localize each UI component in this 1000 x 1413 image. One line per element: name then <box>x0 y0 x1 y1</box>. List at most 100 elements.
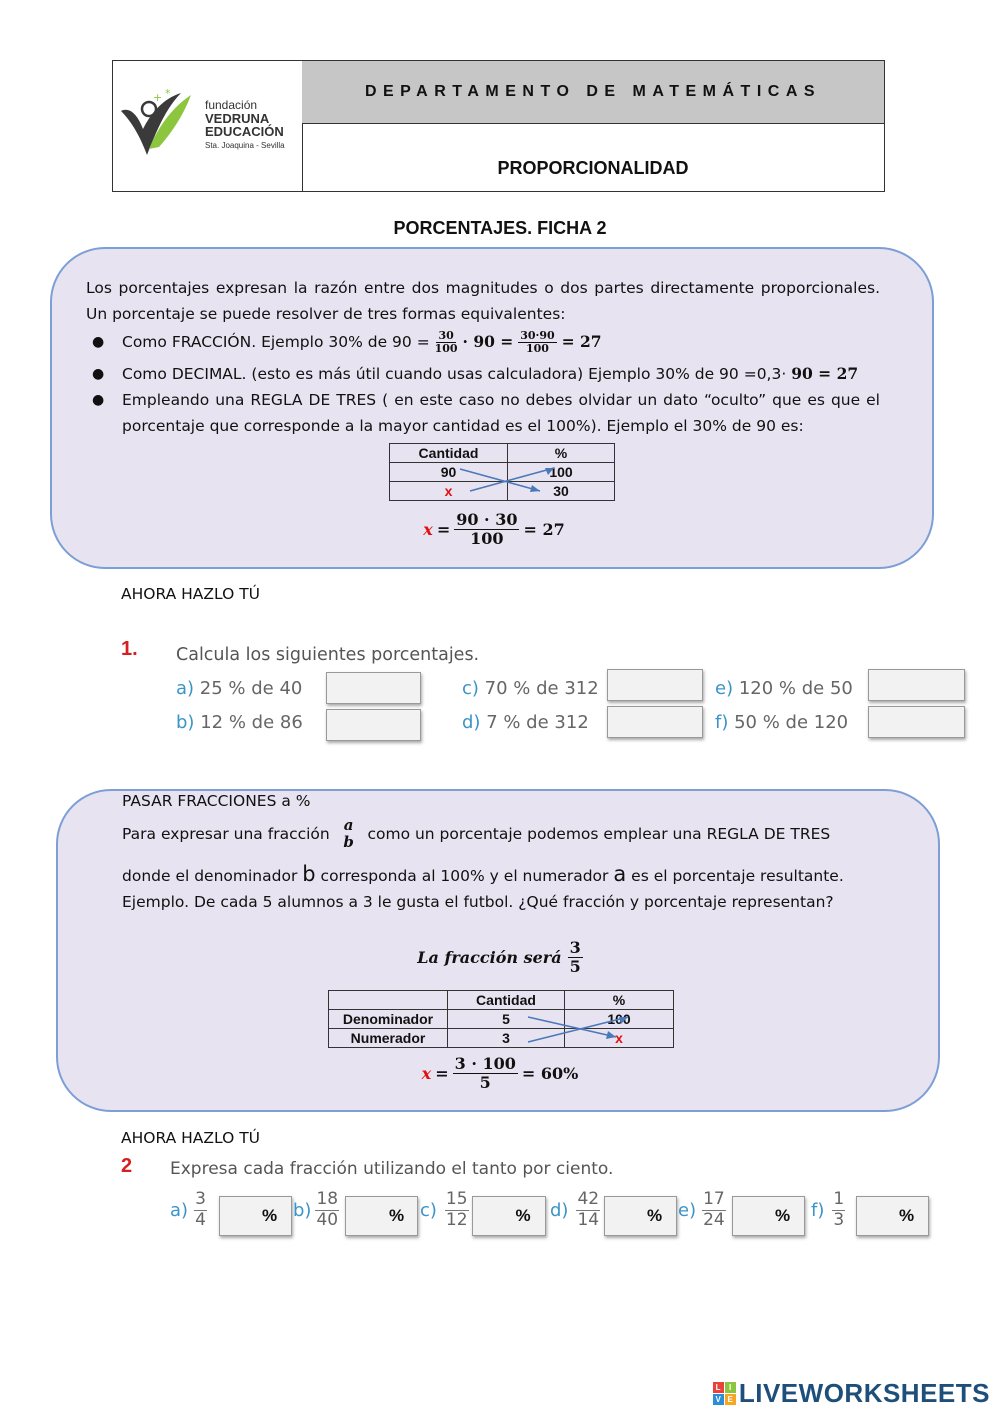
bullet-icon: ● <box>92 334 105 350</box>
answer-input-d[interactable] <box>607 706 703 738</box>
var-a: a <box>613 862 627 886</box>
answer-input-a[interactable]: % <box>219 1196 292 1236</box>
item-label: f) <box>715 712 729 733</box>
logo-line3: EDUCACIÓN <box>205 124 284 140</box>
item-text: 12 % de 86 <box>200 712 303 733</box>
answer-input-b[interactable]: % <box>345 1196 418 1236</box>
percent-sign: % <box>261 1206 278 1225</box>
section2-heading: AHORA HAZLO TÚ <box>121 1129 261 1147</box>
answer-input-f[interactable] <box>868 706 965 738</box>
frac-num: 18 <box>315 1189 340 1211</box>
sheet-title: PORCENTAJES. FICHA 2 <box>393 218 607 238</box>
p2c: corresponda al 100% y el numerador <box>320 867 609 885</box>
frac-num: 17 <box>702 1189 726 1211</box>
frac-den: 5 <box>569 956 581 976</box>
answer-input-e[interactable]: % <box>732 1196 805 1236</box>
answer-input-a[interactable] <box>326 672 421 704</box>
eq-equals: = <box>435 1063 449 1083</box>
item-label: a) <box>176 678 195 699</box>
frac-den: 40 <box>316 1209 339 1230</box>
answer-input-b[interactable] <box>326 709 421 741</box>
frac-den: b <box>343 832 354 851</box>
row-label-denominador: Denominador <box>328 1009 448 1029</box>
frac-num: 3 · 100 <box>452 1054 518 1074</box>
answer-input-c[interactable] <box>607 669 703 701</box>
bullet1-text: Como FRACCIÓN. Ejemplo 30% de 90 = <box>122 333 430 351</box>
bullet-icon: ● <box>92 366 105 382</box>
percent-sign: % <box>774 1206 791 1225</box>
percent-sign: % <box>646 1206 663 1225</box>
logo-line4: Sta. Joaquina - Sevilla <box>205 140 285 150</box>
fraction-label: La fracción será <box>417 947 562 967</box>
col-header-percent: % <box>564 990 674 1010</box>
eq-result: = 27 <box>523 519 565 539</box>
item-text: 120 % de 50 <box>738 678 853 699</box>
item-text: 7 % de 312 <box>486 712 589 733</box>
item-label: c) <box>462 678 479 699</box>
eq-var: x <box>421 1063 432 1083</box>
frac-num: a <box>343 816 354 834</box>
svg-text:*: * <box>165 89 171 100</box>
item-a: a) 25 % de 40 <box>176 678 302 699</box>
item-b: b) 12 % de 86 <box>176 712 303 733</box>
cell-100: 100 <box>507 462 615 482</box>
frac-num: 42 <box>576 1189 601 1211</box>
eq-equals: = <box>436 519 451 539</box>
svg-text:+: + <box>153 91 162 104</box>
bullet-icon: ● <box>92 392 105 408</box>
rule-of-three-table: Cantidad % 90 100 x 30 <box>389 443 615 501</box>
exercise1-number: 1. <box>121 638 138 660</box>
cell-30: 30 <box>507 481 615 501</box>
col-header-cantidad: Cantidad <box>389 443 508 463</box>
frac-num: 90 · 30 <box>454 510 520 530</box>
intro-paragraph: Los porcentajes expresan la razón entre … <box>86 279 880 323</box>
item-label: b) <box>176 712 195 733</box>
frac-den: 14 <box>577 1209 600 1230</box>
topic-title: PROPORCIONALIDAD <box>497 158 689 178</box>
percent-sign: % <box>898 1206 915 1225</box>
exercise1-title: Calcula los siguientes porcentajes. <box>176 645 480 665</box>
frac-num: 30·90 <box>518 328 557 343</box>
logo-line1: fundación <box>205 98 258 112</box>
col-header-empty <box>328 990 448 1010</box>
exercise2-title: Expresa cada fracción utilizando el tant… <box>170 1159 614 1179</box>
section1-heading: AHORA HAZLO TÚ <box>121 585 261 603</box>
frac-den: 3 <box>833 1209 845 1230</box>
frac-den: 5 <box>479 1072 491 1092</box>
answer-input-e[interactable] <box>868 669 965 701</box>
item-label: f) <box>811 1199 825 1221</box>
item-label: c) <box>420 1199 437 1221</box>
theory-box-percentages: Los porcentajes expresan la razón entre … <box>50 247 934 569</box>
vedruna-logo-icon: + * <box>121 89 191 155</box>
bullet2-text: Como DECIMAL. (esto es más útil cuando u… <box>122 365 787 383</box>
item-label: a) <box>170 1199 189 1221</box>
bullet2-math: 90 = 27 <box>791 364 859 383</box>
answer-input-c[interactable]: % <box>472 1196 546 1236</box>
frac-den: 100 <box>434 342 458 355</box>
var-b: b <box>302 862 316 886</box>
logo-cell: + * fundación VEDRUNA EDUCACIÓN Sta. Joa… <box>113 61 303 191</box>
frac-num: 3 <box>567 938 583 958</box>
frac-den: 24 <box>703 1209 725 1230</box>
answer-input-d[interactable]: % <box>604 1196 677 1236</box>
col-header-cantidad: Cantidad <box>447 990 565 1010</box>
box2-line2: donde el denominador b corresponda al 10… <box>122 861 922 889</box>
frac-num: 3 <box>194 1189 207 1211</box>
answer-input-f[interactable]: % <box>856 1196 929 1236</box>
cross-multiply-arrows-icon <box>459 467 555 492</box>
